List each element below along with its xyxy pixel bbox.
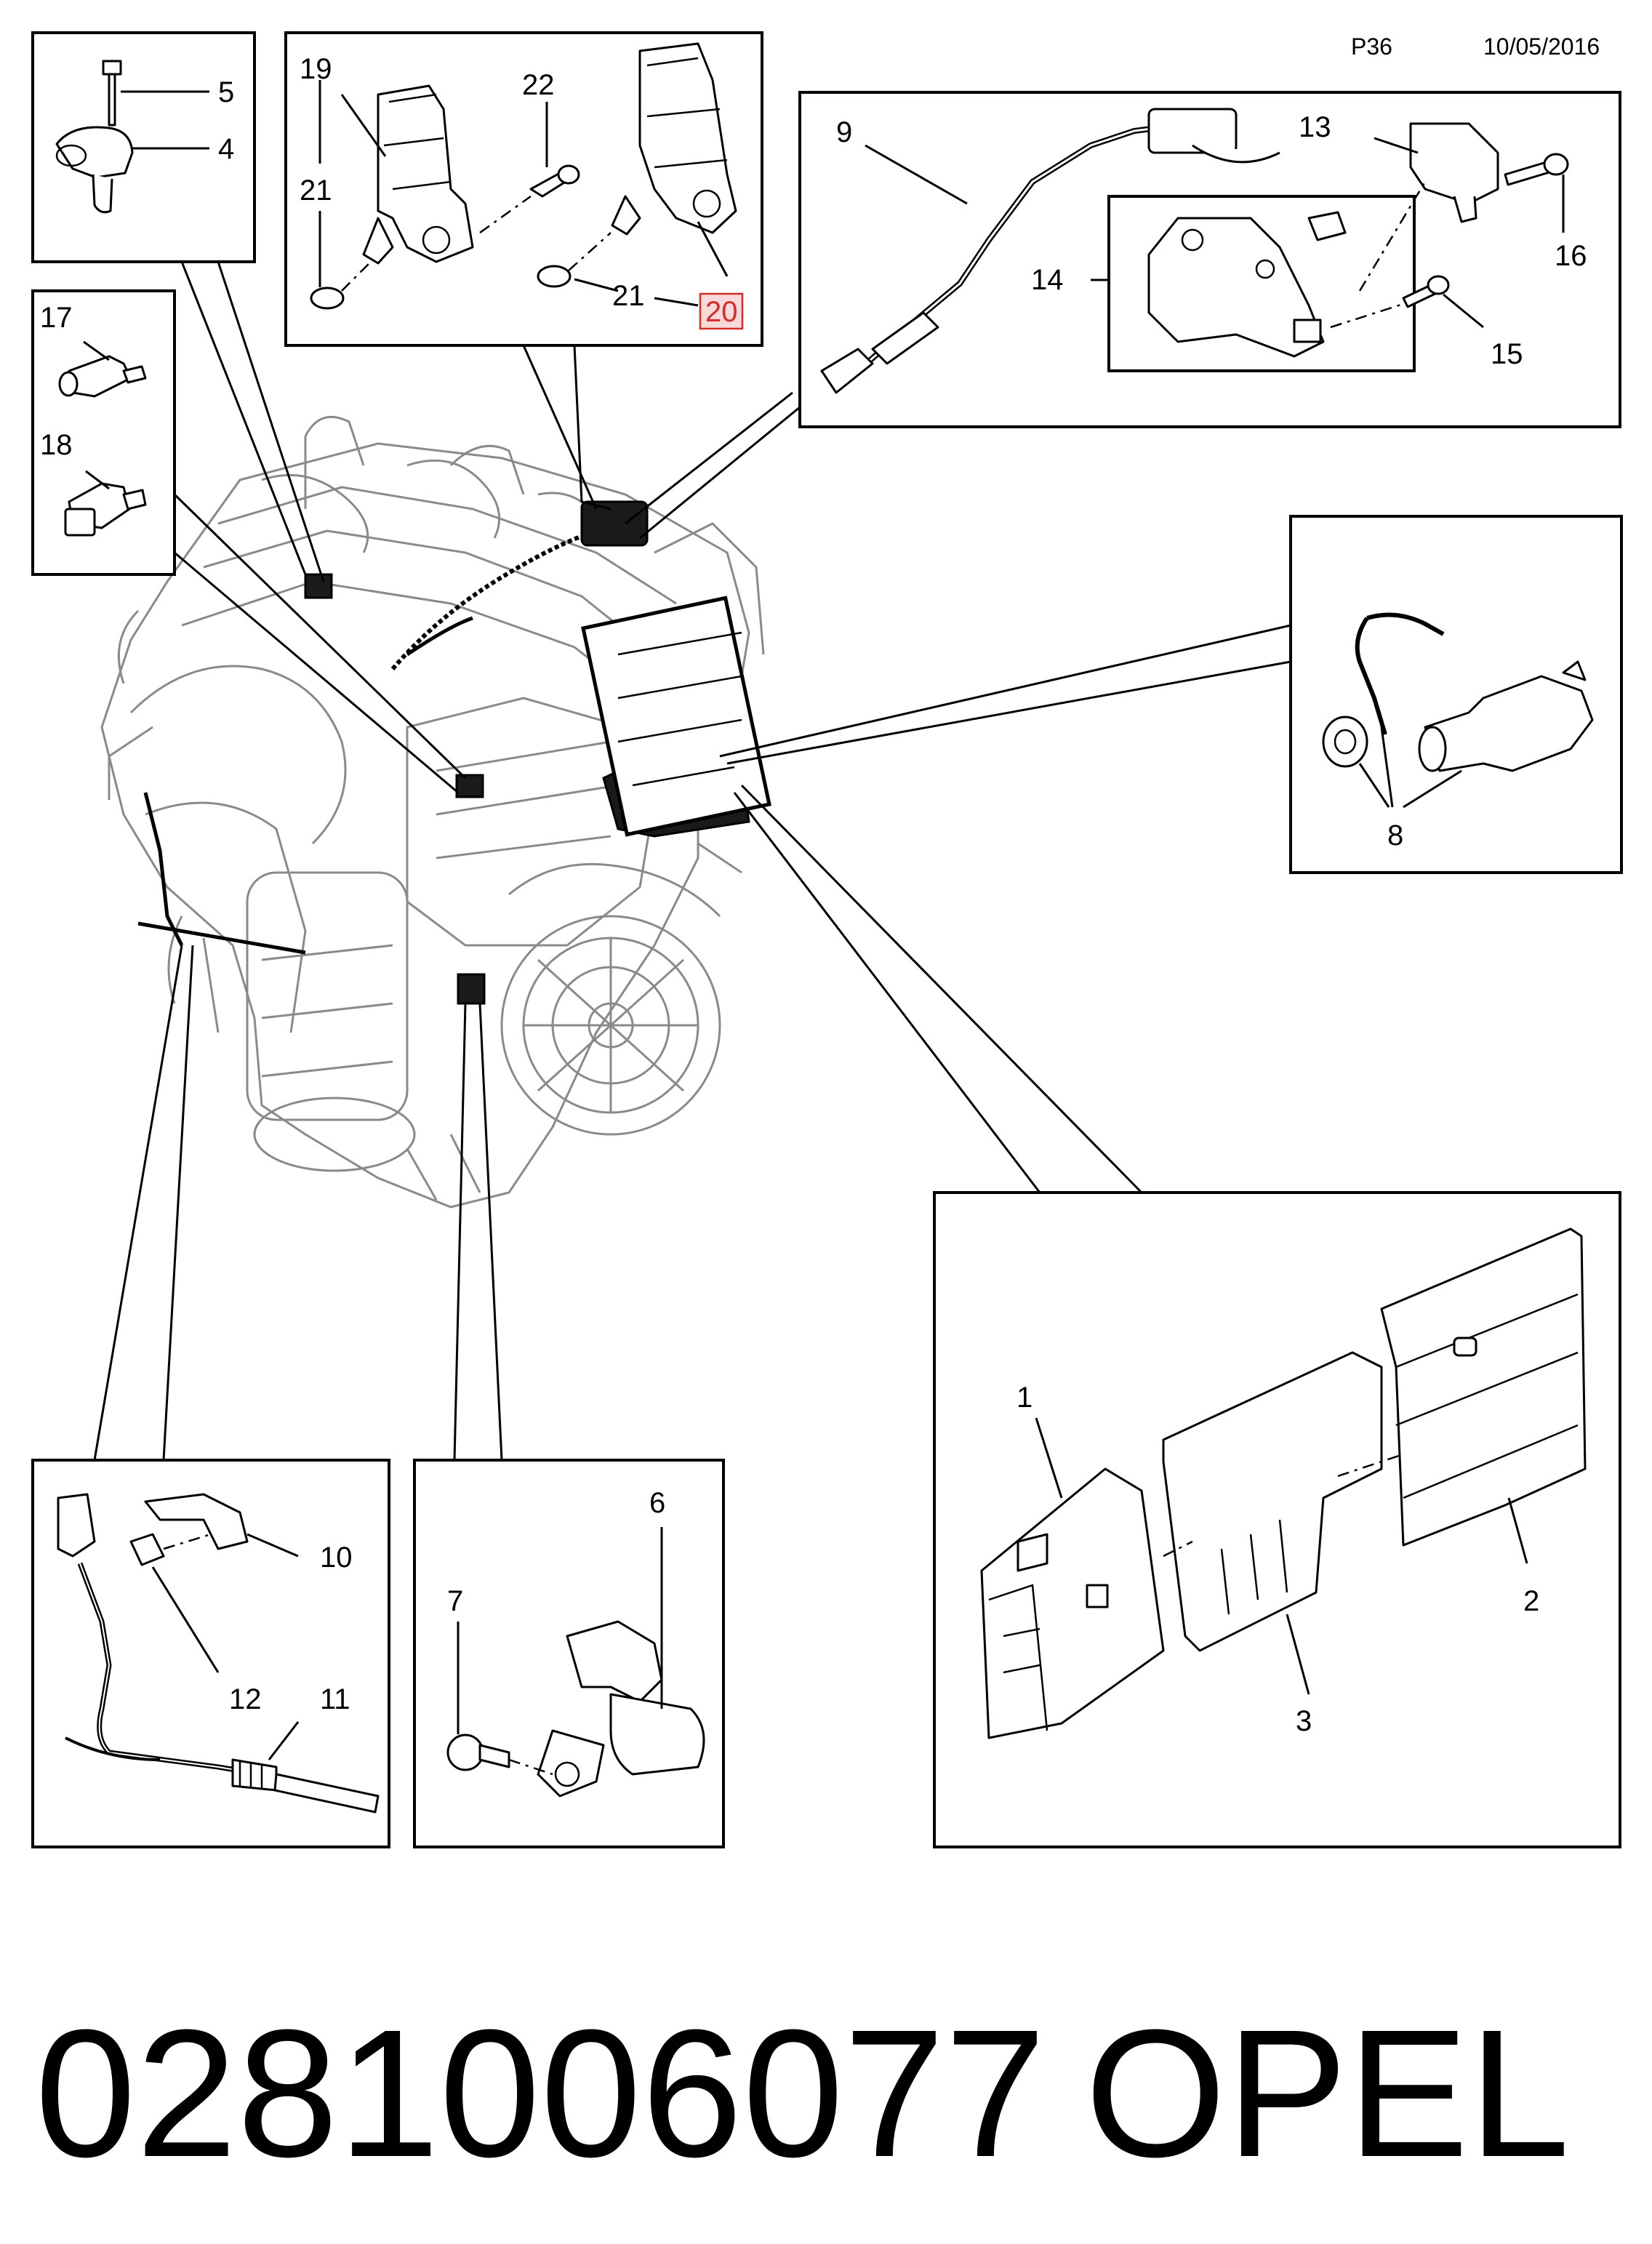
callout-18: 18 — [40, 429, 73, 461]
panel-sensor-9-16: 9 14 13 16 15 — [798, 91, 1621, 428]
callout-15: 15 — [1491, 338, 1523, 370]
part-number: 0281006077 — [35, 1992, 1046, 2195]
panel-sensor-17-18: 17 18 — [31, 289, 176, 576]
callout-21a: 21 — [300, 175, 332, 207]
callout-5: 5 — [218, 76, 234, 108]
callout-3: 3 — [1296, 1705, 1312, 1737]
panel-sensor-6-7: 7 6 — [413, 1459, 725, 1848]
panel-sensor-19-22: 19 21 22 21 20 — [284, 31, 763, 347]
highlighted-part-20 — [699, 292, 744, 330]
callout-14: 14 — [1031, 264, 1064, 296]
brand-name: OPEL — [1085, 1992, 1570, 2195]
panel-ecu-1-3: 1 3 2 — [933, 1191, 1621, 1848]
diagram-date: 10/05/2016 — [1483, 33, 1600, 60]
panel-sensor-10-12: 10 12 11 — [31, 1459, 390, 1848]
callout-2: 2 — [1523, 1585, 1539, 1617]
callout-21b: 21 — [612, 280, 645, 312]
callout-11: 11 — [320, 1683, 350, 1715]
callout-1: 1 — [1017, 1382, 1032, 1414]
callout-4: 4 — [218, 133, 234, 165]
callout-13: 13 — [1299, 111, 1331, 143]
page-code: P36 — [1351, 33, 1392, 60]
callout-20: 20 — [705, 296, 738, 328]
callout-12: 12 — [229, 1683, 262, 1715]
callout-8: 8 — [1387, 820, 1403, 851]
callout-9: 9 — [836, 116, 852, 148]
callout-22: 22 — [522, 69, 555, 101]
callout-17: 17 — [40, 302, 73, 334]
callout-7: 7 — [447, 1585, 463, 1617]
callout-16: 16 — [1555, 240, 1587, 272]
panel-sensor-8: 8 — [1289, 515, 1623, 874]
panel-sensor-4-5: 5 4 — [31, 31, 256, 263]
callout-6: 6 — [649, 1487, 665, 1519]
callout-19: 19 — [300, 53, 332, 85]
leader-lines — [93, 261, 1291, 1461]
callout-10: 10 — [320, 1542, 353, 1574]
engine-sensors-highlighted — [137, 500, 771, 1005]
